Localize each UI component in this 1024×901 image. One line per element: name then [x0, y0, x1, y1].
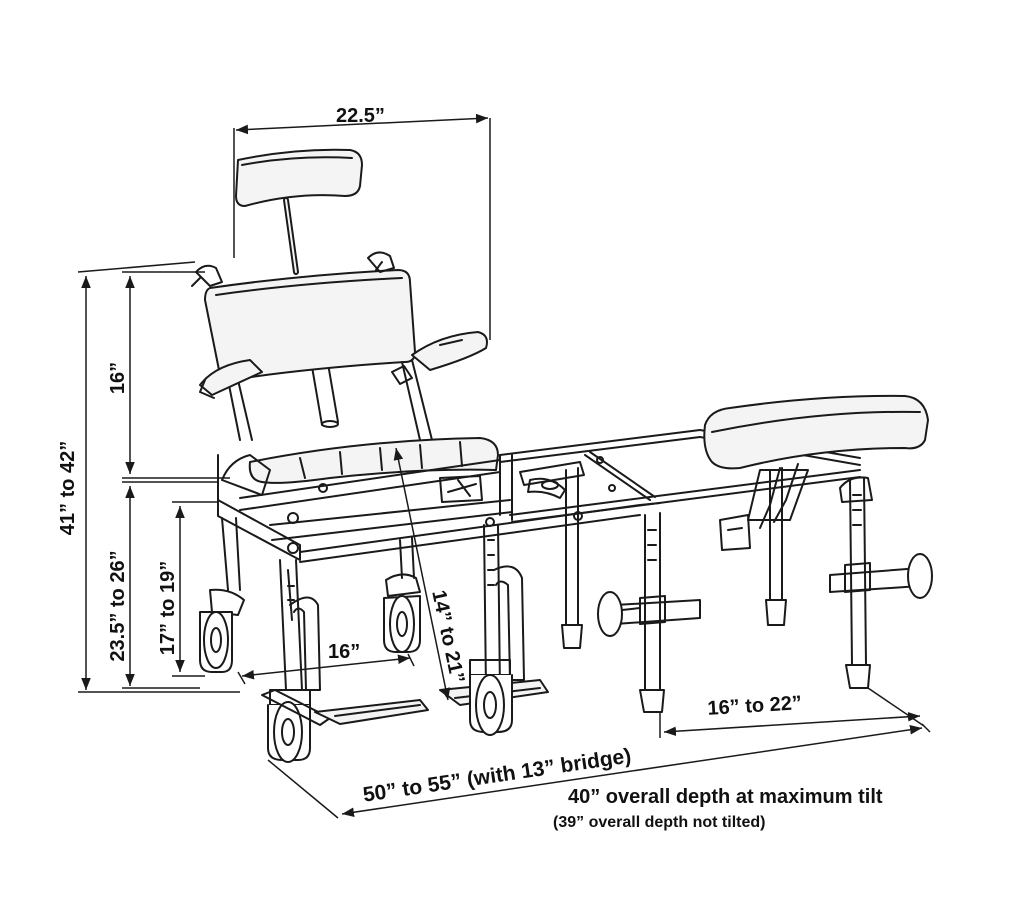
dim-seat-to-floor	[122, 481, 218, 689]
armrests	[199, 331, 488, 399]
dim-overall-length	[267, 723, 931, 819]
backrest	[191, 251, 433, 441]
note-tilt-depth: 40” overall depth at maximum tilt	[568, 786, 883, 808]
headrest	[235, 148, 363, 275]
label-overall-height: 41” to 42”	[57, 441, 79, 535]
dim-overall-height	[77, 261, 240, 693]
label-headrest-width: 22.5”	[336, 105, 385, 127]
note-untilted-depth: (39” overall depth not tilted)	[553, 814, 766, 831]
caster-leg-left	[199, 517, 245, 673]
chair-illustration	[191, 148, 933, 763]
caster-leg-middle	[383, 537, 421, 653]
label-seat-width: 16”	[328, 641, 360, 663]
transfer-bench-seat	[703, 394, 929, 551]
footrests	[314, 679, 549, 725]
bench-leg-rear	[829, 476, 933, 689]
caster-leg-front	[261, 559, 331, 763]
label-backrest-height: 16”	[107, 362, 129, 394]
label-bridge-width: 16” to 22”	[707, 692, 803, 720]
dim-leg-length	[393, 447, 451, 701]
label-leg-length: 14” to 21”	[427, 588, 468, 685]
label-frame-height: 17” to 19”	[157, 561, 179, 655]
dimension-lines	[77, 113, 931, 819]
label-seat-to-floor: 23.5” to 26”	[107, 550, 129, 661]
bridge-legs	[561, 467, 787, 649]
dim-frame-height	[172, 501, 218, 677]
bench-leg-front	[597, 512, 701, 713]
dim-seat-width	[237, 653, 415, 685]
dim-headrest-width	[233, 113, 491, 340]
chair-frame	[217, 454, 641, 563]
caster-leg-front-right	[469, 524, 525, 736]
dim-backrest-height	[122, 271, 230, 479]
